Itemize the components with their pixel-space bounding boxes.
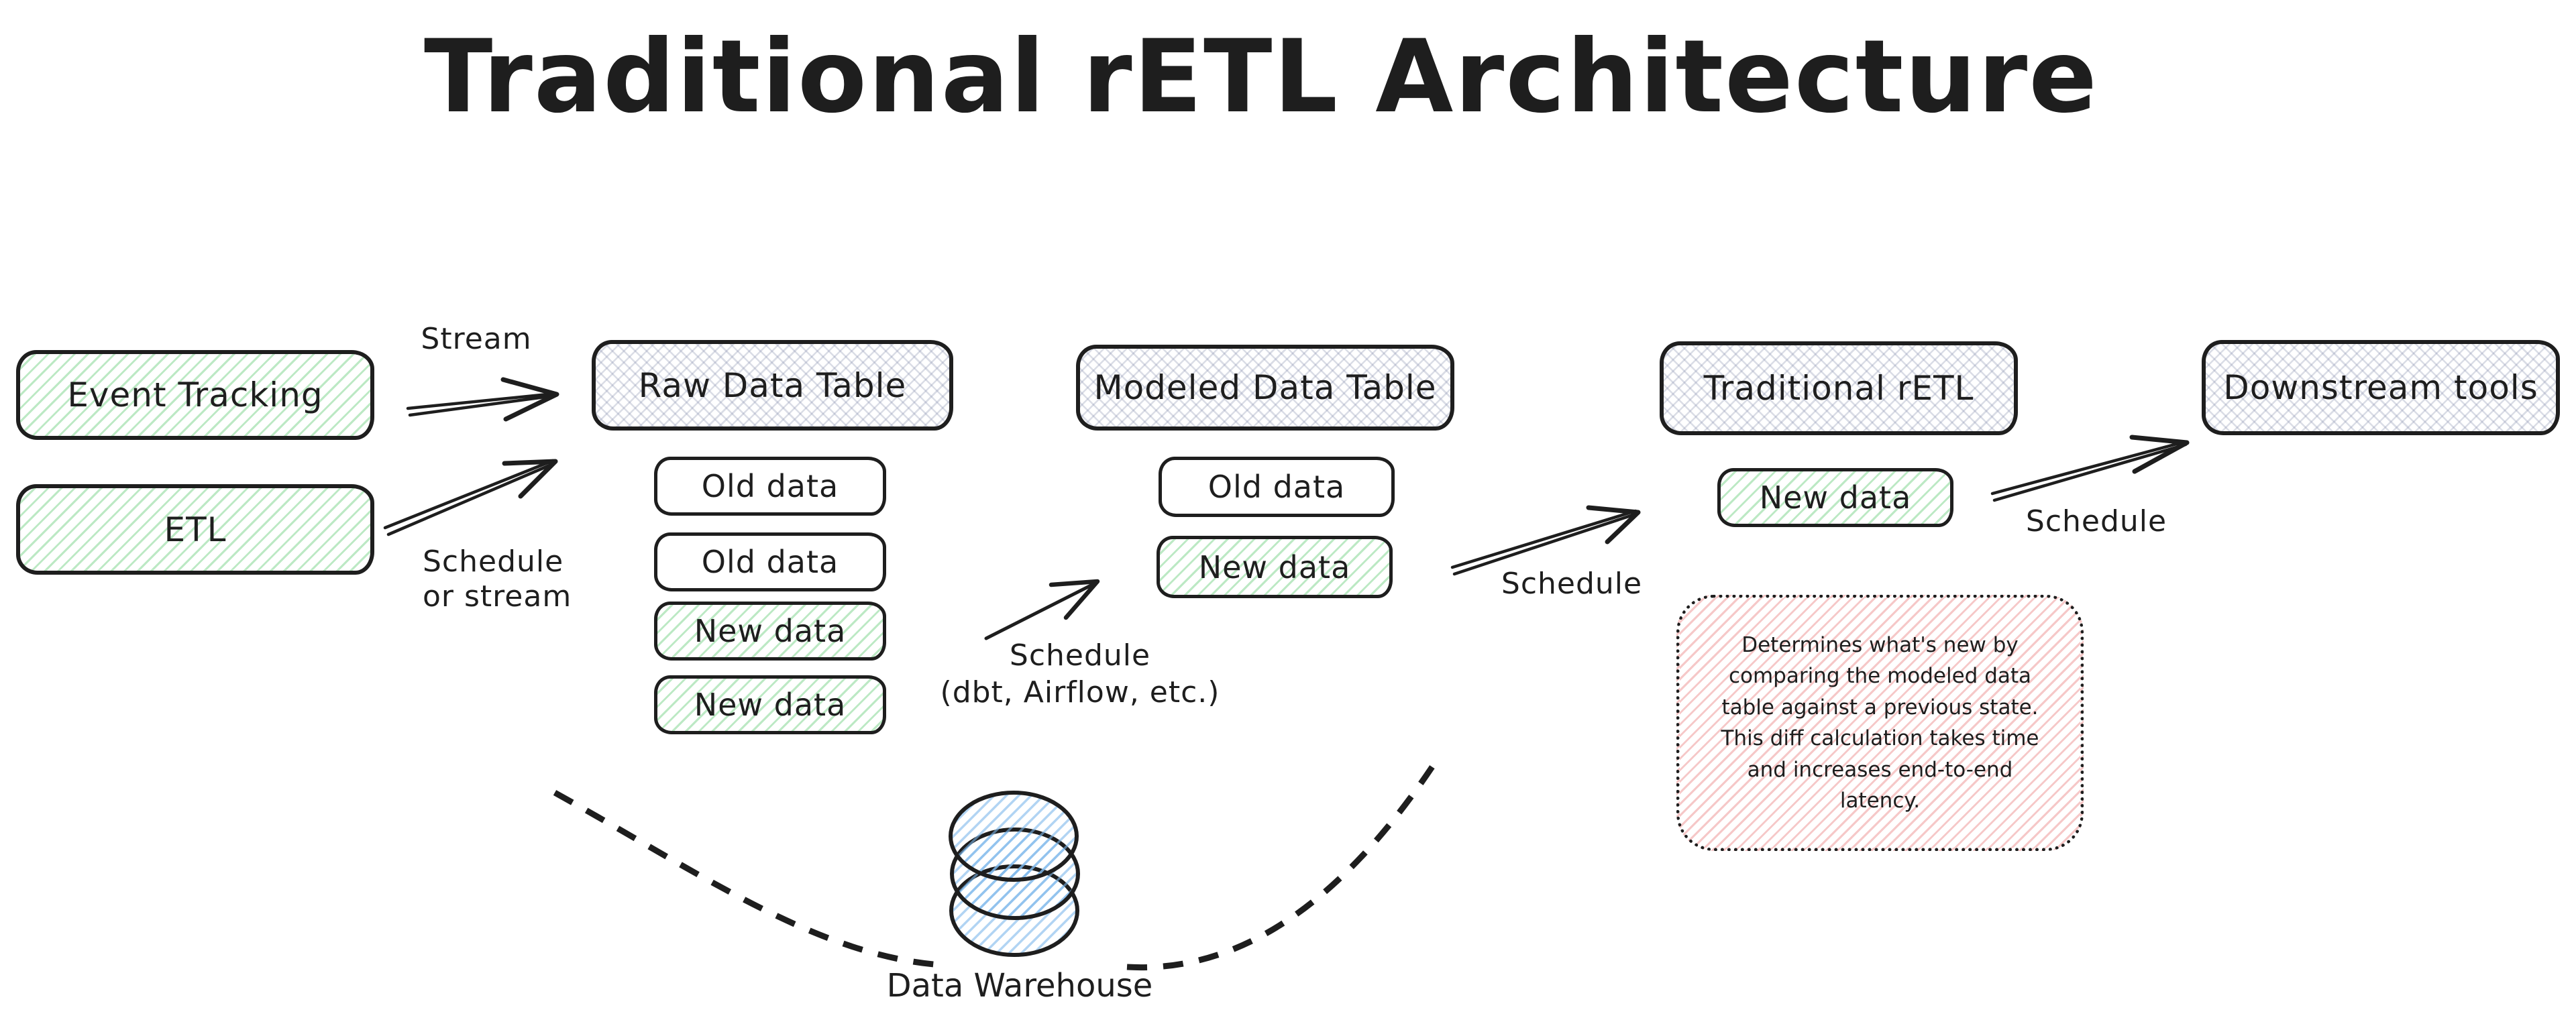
retl-row-new-label: New data	[1759, 479, 1912, 516]
retl-note-text: Determines what's new by comparing the m…	[1721, 632, 2039, 813]
raw-data-table-title: Raw Data Table	[638, 365, 907, 405]
modeled-row-old-label: Old data	[1208, 469, 1346, 505]
raw-row-new-2-label: New data	[694, 687, 847, 723]
raw-row-new-1-label: New data	[694, 613, 847, 649]
edge-label-schedule-retl: Schedule	[2025, 504, 2167, 538]
downstream-tools-node: Downstream tools	[2202, 340, 2560, 435]
modeled-row-new: New data	[1157, 536, 1393, 598]
raw-row-old-2: Old data	[654, 532, 886, 591]
arrow-retl-to-downstream	[1990, 435, 2190, 502]
raw-row-old-2-label: Old data	[701, 544, 839, 580]
raw-data-table-header: Raw Data Table	[592, 340, 953, 431]
raw-row-new-1: New data	[654, 602, 886, 661]
edge-label-schedule-or-stream: Schedule or stream	[423, 545, 572, 614]
event-tracking-node: Event Tracking	[16, 350, 374, 440]
edge-label-stream: Stream	[421, 322, 532, 356]
event-tracking-label: Event Tracking	[67, 376, 323, 414]
arrow-raw-to-modeled	[984, 579, 1100, 640]
modeled-row-new-label: New data	[1198, 549, 1351, 585]
traditional-retl-header: Traditional rETL	[1660, 341, 2018, 435]
edge-label-schedule-dbt-airflow: Schedule (dbt, Airflow, etc.)	[940, 638, 1220, 709]
edge-label-schedule-modeled: Schedule	[1501, 567, 1643, 601]
data-warehouse-label: Data Warehouse	[886, 967, 1153, 1005]
raw-row-new-2: New data	[654, 675, 886, 734]
downstream-tools-label: Downstream tools	[2223, 368, 2538, 407]
arrow-etl-to-raw	[383, 459, 558, 536]
raw-row-old-1-label: Old data	[701, 468, 839, 504]
modeled-data-table-header: Modeled Data Table	[1076, 345, 1454, 431]
dashed-connector-left	[553, 790, 934, 968]
modeled-data-table-title: Modeled Data Table	[1093, 368, 1437, 407]
retl-note-box: Determines what's new by comparing the m…	[1676, 595, 2084, 851]
modeled-row-old: Old data	[1159, 457, 1395, 517]
arrow-event-to-raw	[406, 377, 559, 422]
raw-row-old-1: Old data	[654, 457, 886, 516]
etl-label: ETL	[164, 510, 227, 549]
arrow-modeled-to-retl	[1450, 505, 1641, 576]
data-warehouse-icon	[949, 791, 1080, 957]
dashed-connector-right	[1126, 764, 1436, 971]
traditional-retl-title: Traditional rETL	[1703, 369, 1974, 408]
diagram-title: Traditional rETL Architecture	[424, 19, 2098, 135]
etl-node: ETL	[16, 484, 374, 575]
retl-row-new: New data	[1717, 468, 1953, 527]
